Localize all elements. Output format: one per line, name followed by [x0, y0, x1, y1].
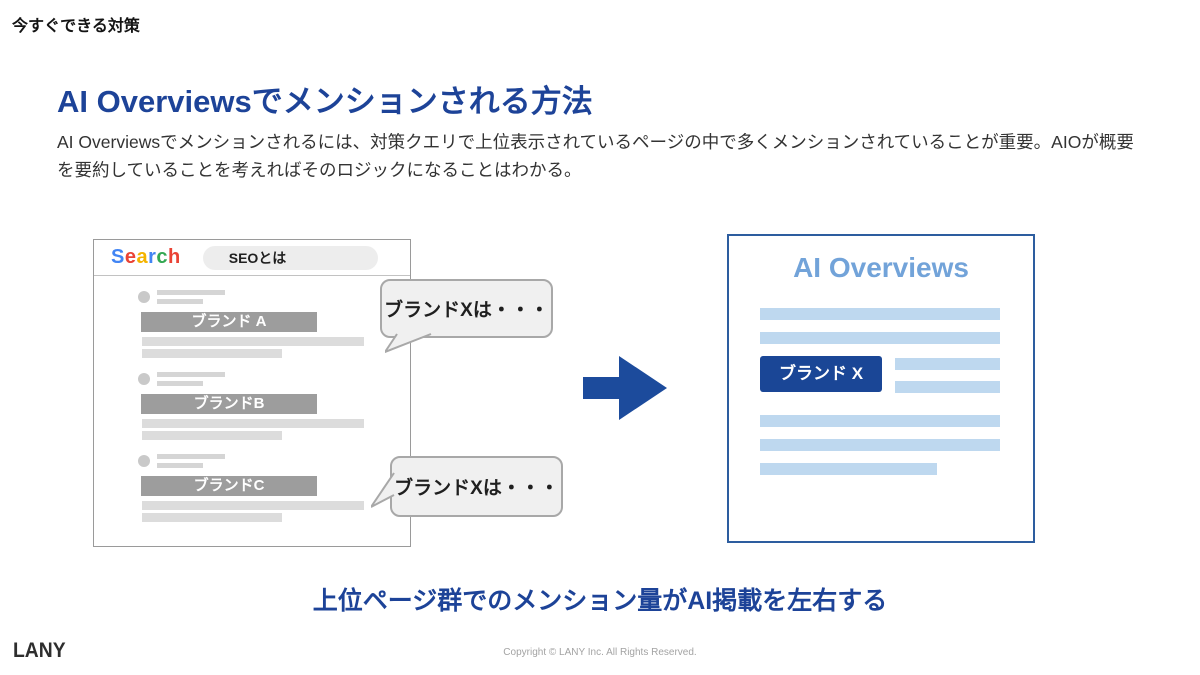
aio-text-bar: [760, 308, 1000, 320]
snippet-line: [142, 419, 364, 428]
body-text: AI Overviewsでメンションされるには、対策クエリで上位表示されているペ…: [57, 132, 1134, 180]
aio-title: AI Overviews: [793, 252, 969, 283]
aio-text-bar: [760, 332, 1000, 344]
search-result: ブランドB: [94, 372, 410, 440]
serp-results: ブランド A ブランドB ブランドC: [94, 290, 410, 522]
brand-label-b: ブランドB: [141, 394, 317, 414]
aio-text-bar: [895, 381, 1000, 393]
arrow-right-icon: [583, 356, 667, 420]
search-logo: Search: [111, 246, 181, 269]
brand-label-a: ブランド A: [141, 312, 317, 332]
aio-text-bar: [760, 415, 1000, 427]
brand-label-c: ブランドC: [141, 476, 317, 496]
favicon-circle: [138, 373, 150, 385]
mention-bubble-text: ブランドXは・・・: [384, 300, 549, 321]
page-title: AI Overviewsでメンションされる方法: [57, 84, 593, 119]
meta-line: [157, 454, 225, 459]
serp-mockup-panel: Search SEOとは ブランド A ブランド: [93, 239, 411, 547]
aio-brand-row: ブランド X: [760, 356, 1000, 404]
result-meta: [138, 290, 410, 305]
logo-letter: a: [136, 246, 149, 268]
meta-line: [157, 290, 225, 295]
aio-mockup-panel: AI Overviews ブランド X: [727, 234, 1035, 543]
eyebrow-label: 今すぐできる対策: [12, 18, 140, 35]
aio-side-lines: [895, 356, 1000, 404]
snippet-line: [142, 513, 282, 522]
mention-bubble-bottom: ブランドXは・・・: [371, 456, 563, 517]
snippet-line: [142, 349, 282, 358]
logo-letter: e: [124, 246, 137, 268]
copyright-text: Copyright © LANY Inc. All Rights Reserve…: [503, 647, 697, 658]
aio-text-bar: [760, 463, 937, 475]
search-query: SEOとは: [228, 249, 287, 266]
result-meta: [138, 454, 410, 469]
bottom-caption: 上位ページ群でのメンション量がAI掲載を左右する: [312, 587, 888, 615]
result-meta: [138, 372, 410, 387]
logo-letter: c: [156, 246, 169, 268]
lany-logo: LANY: [13, 639, 66, 662]
logo-letter: r: [148, 246, 157, 268]
aio-content: ブランド X: [760, 308, 1000, 475]
logo-letter: S: [111, 246, 125, 268]
serp-header: Search SEOとは: [94, 240, 410, 276]
search-result: ブランドC: [94, 454, 410, 522]
search-result: ブランド A: [94, 290, 410, 358]
brand-x-button[interactable]: ブランド X: [760, 356, 882, 392]
aio-text-bar: [760, 439, 1000, 451]
aio-text-bar: [895, 358, 1000, 370]
meta-line: [157, 381, 203, 386]
snippet-line: [142, 501, 364, 510]
meta-line: [157, 299, 203, 304]
bubble-tail: [371, 472, 395, 508]
bubble-tail: [385, 333, 432, 353]
meta-line: [157, 372, 225, 377]
mention-bubble-text: ブランドXは・・・: [394, 478, 559, 499]
favicon-circle: [138, 291, 150, 303]
search-input[interactable]: SEOとは: [202, 245, 378, 270]
snippet-line: [142, 431, 282, 440]
meta-line: [157, 463, 203, 468]
snippet-line: [142, 337, 364, 346]
favicon-circle: [138, 455, 150, 467]
logo-letter: h: [168, 246, 181, 268]
mention-bubble-top: ブランドXは・・・: [380, 279, 553, 353]
